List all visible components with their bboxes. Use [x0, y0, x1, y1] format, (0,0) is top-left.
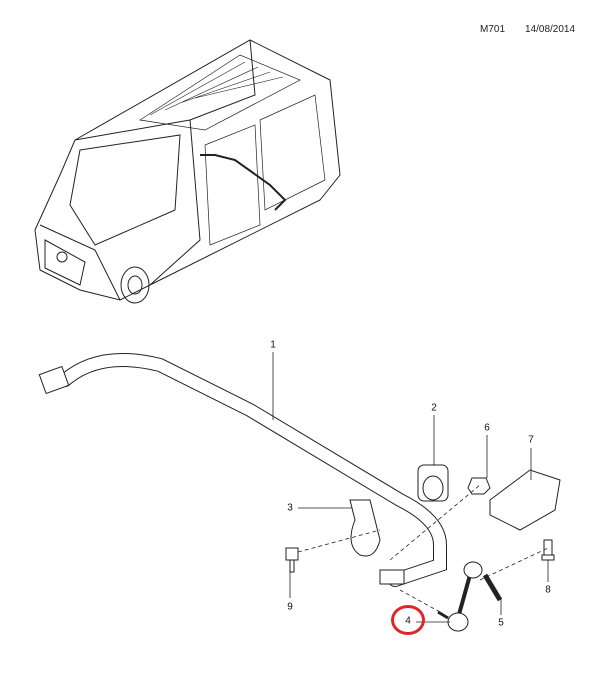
link — [437, 561, 483, 632]
bolt — [482, 573, 503, 602]
diagram-code: M701 — [480, 24, 506, 35]
callout-8[interactable]: 8 — [545, 584, 551, 596]
callout-1[interactable]: 1 — [270, 339, 276, 351]
bolt — [285, 547, 299, 573]
callout-6[interactable]: 6 — [484, 422, 490, 434]
bushing — [417, 464, 449, 502]
callout-9[interactable]: 9 — [287, 601, 293, 613]
van-illustration — [34, 39, 341, 304]
clamp — [349, 499, 381, 557]
callout-3[interactable]: 3 — [287, 502, 293, 514]
bracket — [489, 469, 561, 531]
highlight-circle — [391, 605, 425, 635]
diagram-date: 14/08/2014 — [525, 24, 576, 35]
callout-7[interactable]: 7 — [528, 434, 534, 446]
leader-lines — [272, 352, 549, 623]
callout-2[interactable]: 2 — [431, 402, 437, 414]
stabilizer-bar — [38, 353, 447, 587]
callout-4[interactable]: 4 — [405, 615, 411, 627]
callout-5[interactable]: 5 — [498, 617, 504, 629]
